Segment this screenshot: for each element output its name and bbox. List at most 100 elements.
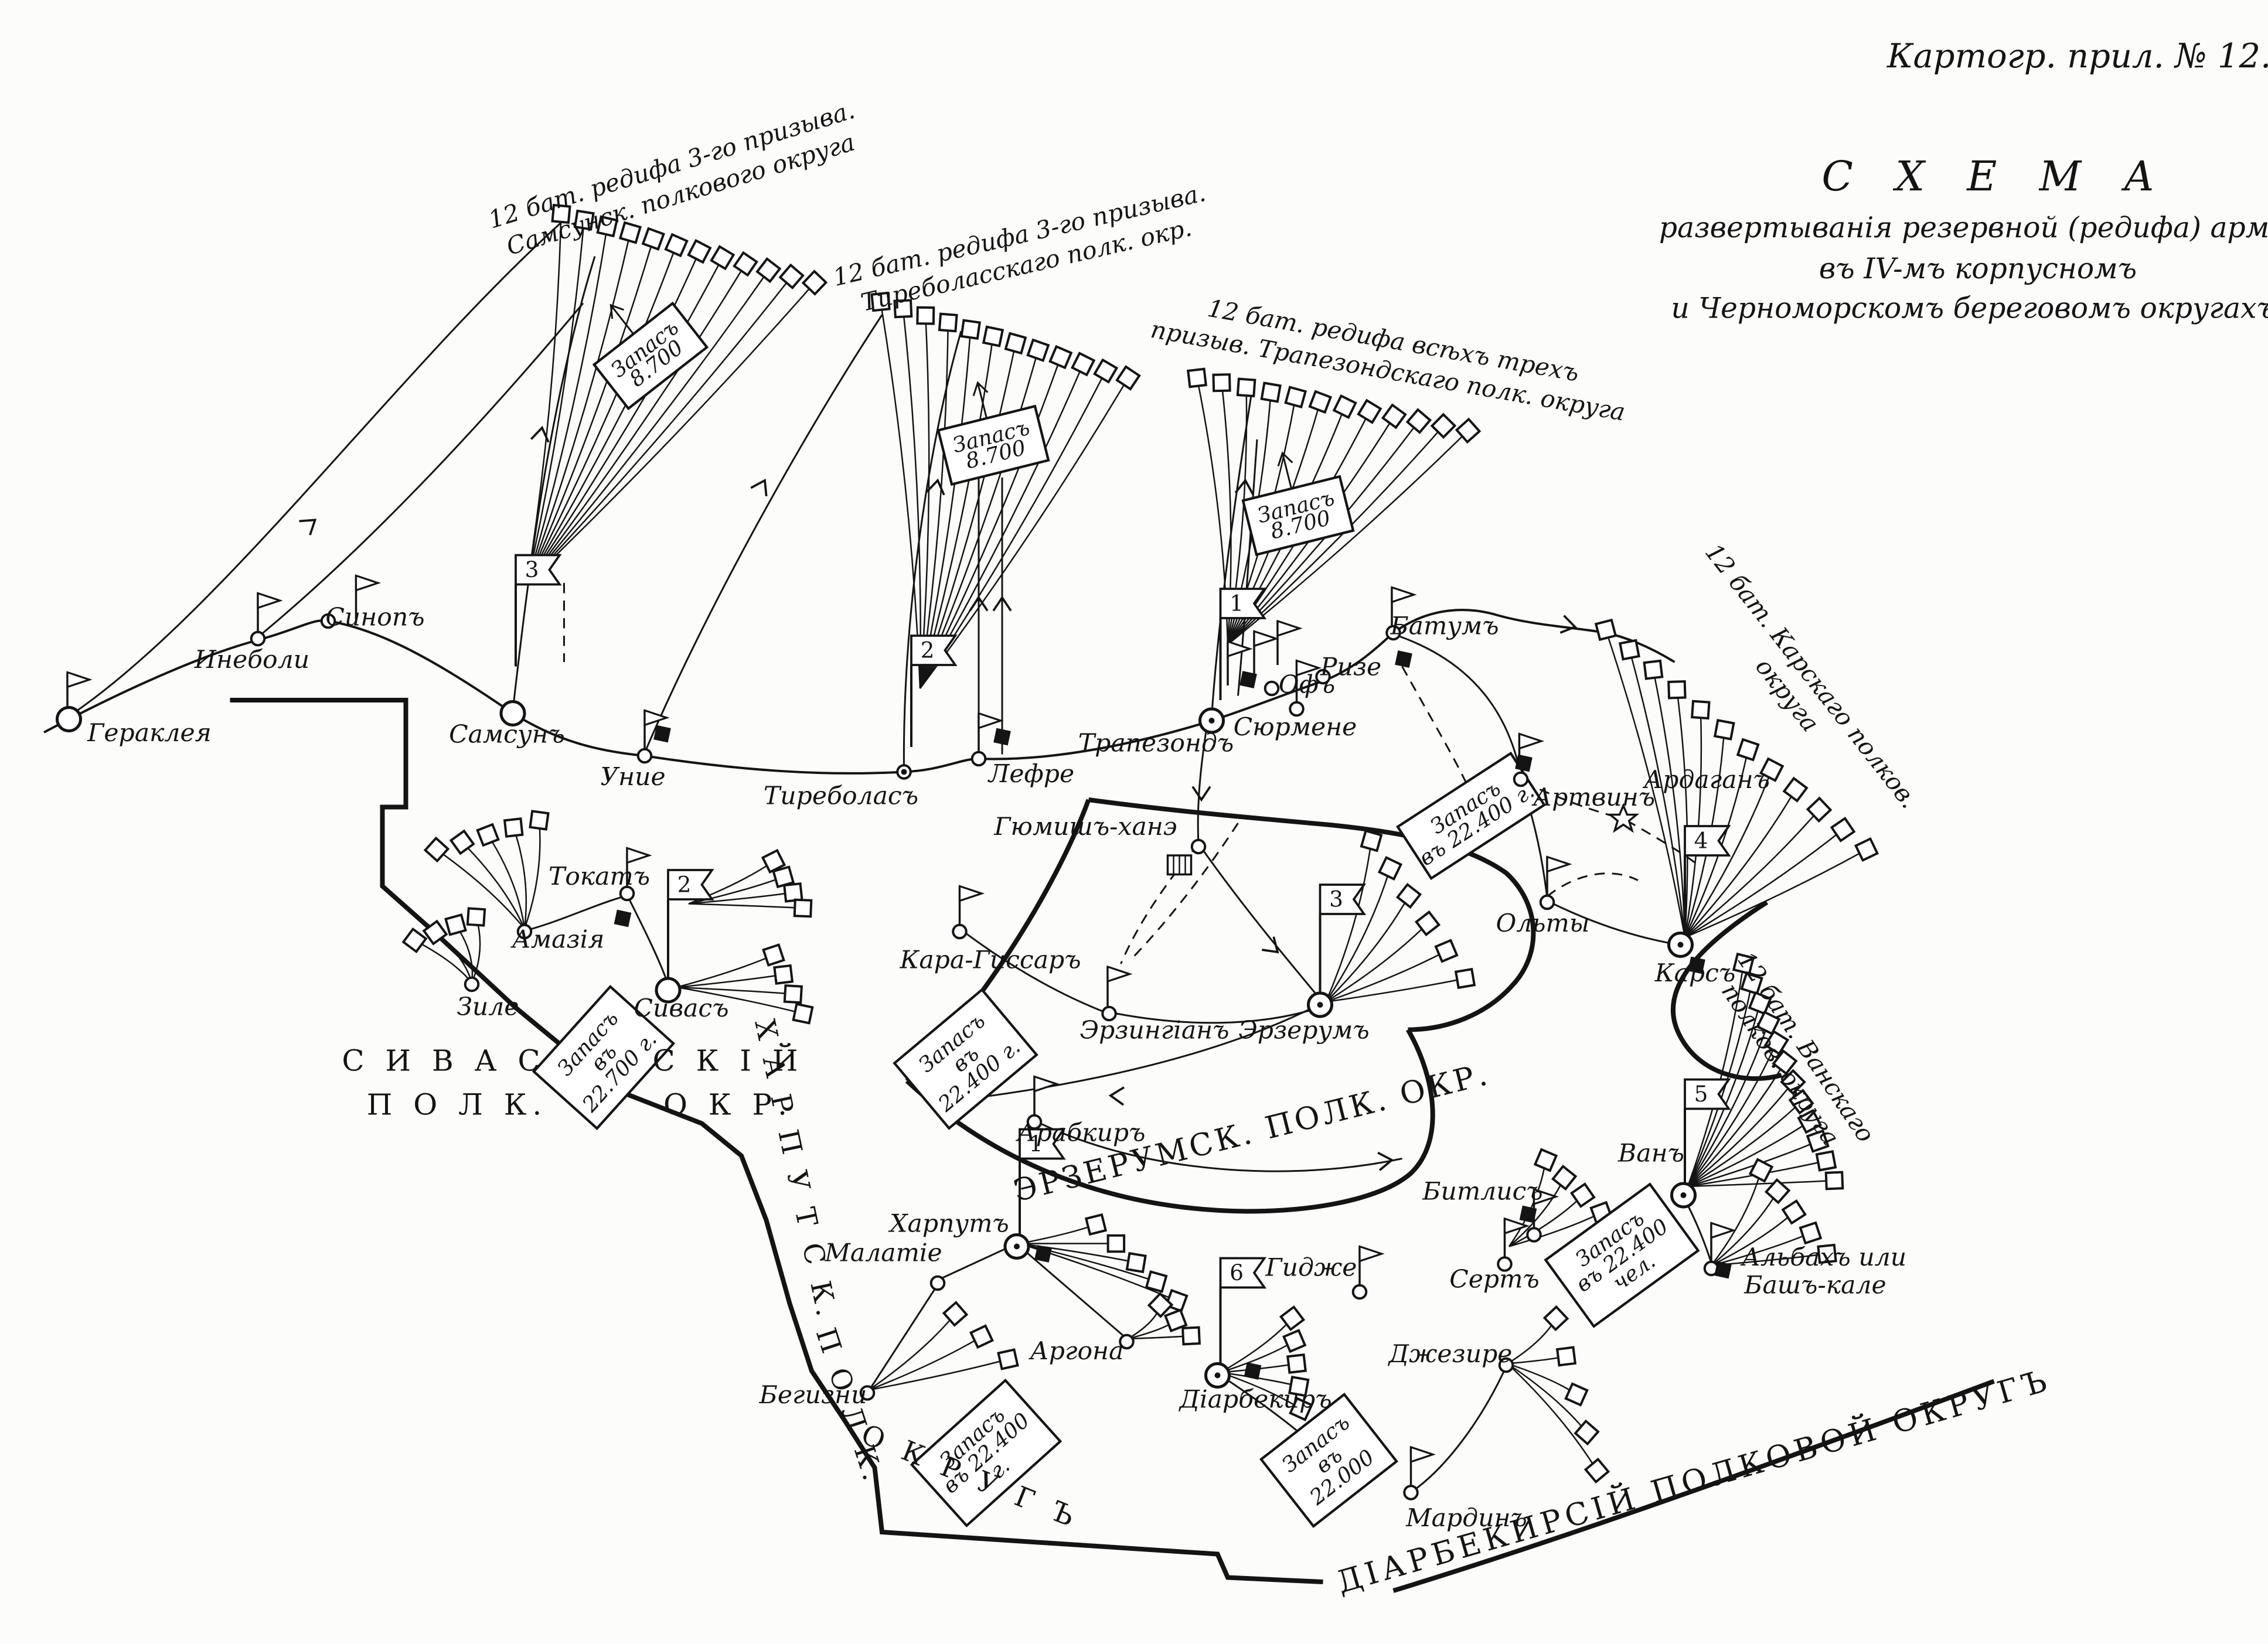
flag-pennant xyxy=(1409,1445,1436,1464)
fan-line xyxy=(527,270,769,584)
battalion-square xyxy=(969,1324,994,1349)
city-label: Лефре xyxy=(987,760,1074,789)
city-marker xyxy=(250,630,266,647)
depot-square xyxy=(1688,956,1705,974)
fan-line xyxy=(688,903,803,909)
flag-banner xyxy=(515,554,562,586)
flag-pennant xyxy=(1106,965,1133,983)
city-marker xyxy=(859,1385,876,1401)
city-label: Арабкиръ xyxy=(1016,1119,1146,1148)
fan-line xyxy=(526,213,562,584)
city-marker xyxy=(1385,625,1401,641)
city: Битлисъ xyxy=(1422,1178,1543,1243)
flag-pennant xyxy=(355,574,382,592)
city: Инеболи xyxy=(194,630,309,674)
depot-square xyxy=(653,725,671,743)
city-label: Джезире xyxy=(1388,1340,1513,1369)
city: Уние xyxy=(600,748,666,792)
city-label: Ольты xyxy=(1496,909,1590,938)
battalion-fan xyxy=(526,203,828,584)
city: Трапезондъ xyxy=(1078,707,1234,758)
fan-line xyxy=(527,282,815,584)
battalion-square xyxy=(1187,367,1207,388)
city-marker xyxy=(1190,838,1207,855)
city: Ризе xyxy=(1315,653,1381,685)
battalion-square xyxy=(1551,1164,1578,1191)
fan-line xyxy=(1687,1101,1802,1188)
movement-routes xyxy=(68,221,1712,1489)
reserve-arrowhead xyxy=(1277,451,1293,467)
fan-line xyxy=(1507,1363,1588,1433)
battalion-square xyxy=(1748,1158,1774,1183)
city: Харпутъ xyxy=(888,1210,1030,1260)
city-marker xyxy=(952,923,968,940)
city-label: Эрзерумъ xyxy=(1238,1017,1369,1045)
battalion-square xyxy=(1288,1375,1310,1397)
fan-line xyxy=(1687,1121,1810,1188)
battalion-square xyxy=(1430,412,1457,439)
flag-banner xyxy=(1684,1078,1731,1110)
city-label: Аргона xyxy=(1029,1337,1124,1366)
battalion-square xyxy=(762,943,785,967)
reserve-box-frame xyxy=(910,1379,1063,1527)
battalion-square xyxy=(503,817,524,838)
arrowhead xyxy=(750,479,768,497)
battalion-square xyxy=(1533,1148,1558,1172)
reserve-box-frame xyxy=(1241,475,1355,557)
battalion-square xyxy=(1797,1108,1823,1134)
battalion-fan xyxy=(1325,829,1476,1003)
reserve-box-frame xyxy=(937,404,1050,486)
reserve-box-frame xyxy=(1259,1392,1399,1529)
reserve-arrowhead xyxy=(972,381,989,397)
movement-route xyxy=(869,1280,942,1389)
battalion-square xyxy=(1736,738,1760,762)
battalion-square xyxy=(997,1348,1019,1370)
battalion-square xyxy=(1084,1213,1108,1236)
fan-line xyxy=(1687,1179,1835,1188)
signal-flag xyxy=(1227,640,1253,685)
battalion-square xyxy=(596,215,618,238)
battalion-square xyxy=(1125,1251,1147,1274)
fan-line xyxy=(1325,923,1428,1003)
battalion-square xyxy=(1147,1292,1174,1318)
signal-flag xyxy=(1409,1445,1436,1491)
depot-square xyxy=(1515,754,1533,772)
signal-flag xyxy=(643,709,670,755)
city: Эрзингіанъ xyxy=(1080,1005,1230,1045)
city: Синопъ xyxy=(320,603,425,632)
flag-pennant xyxy=(66,671,93,688)
movement-route xyxy=(1416,1366,1507,1489)
fan-line xyxy=(1629,649,1686,938)
city-marker xyxy=(499,700,526,727)
reserve-box-frame xyxy=(592,301,709,411)
city-marker xyxy=(929,1275,946,1291)
battalion-square xyxy=(641,227,665,251)
fan-line xyxy=(1687,1082,1794,1187)
fan-line xyxy=(1711,1211,1795,1267)
battalion-fan xyxy=(676,943,814,1025)
numbered-assembly-flag: 1 xyxy=(1219,588,1267,700)
arrowhead xyxy=(1108,1086,1125,1106)
city-label: Гераклея xyxy=(87,719,212,748)
fan-line xyxy=(527,263,747,584)
battalion-square xyxy=(1286,1353,1307,1374)
signal-flag xyxy=(1033,1075,1060,1121)
battalion-square xyxy=(755,257,782,284)
city: Арабкиръ xyxy=(1016,1114,1146,1148)
movement-route xyxy=(1019,1246,1126,1338)
battalion-fan xyxy=(868,1301,1019,1391)
battalion-square xyxy=(1145,1270,1168,1293)
movement-route xyxy=(903,330,962,768)
flag-number: 1 xyxy=(1029,1131,1043,1157)
depot-square xyxy=(614,909,632,927)
reserve-arrow-shaft xyxy=(611,305,634,335)
battalion-square xyxy=(1691,700,1711,720)
city: Батумъ xyxy=(1385,612,1499,641)
district-label: С И В А С xyxy=(342,1044,546,1078)
city-marker-dot xyxy=(1317,1002,1323,1008)
flag-number: 2 xyxy=(921,637,935,663)
battalion-square xyxy=(773,964,794,985)
map-title: С Х Е М А xyxy=(1821,152,2169,200)
battalion-square xyxy=(1181,1326,1201,1346)
map-subtitle-1: развертыванія резервной (редифа) арміи xyxy=(1659,212,2268,244)
